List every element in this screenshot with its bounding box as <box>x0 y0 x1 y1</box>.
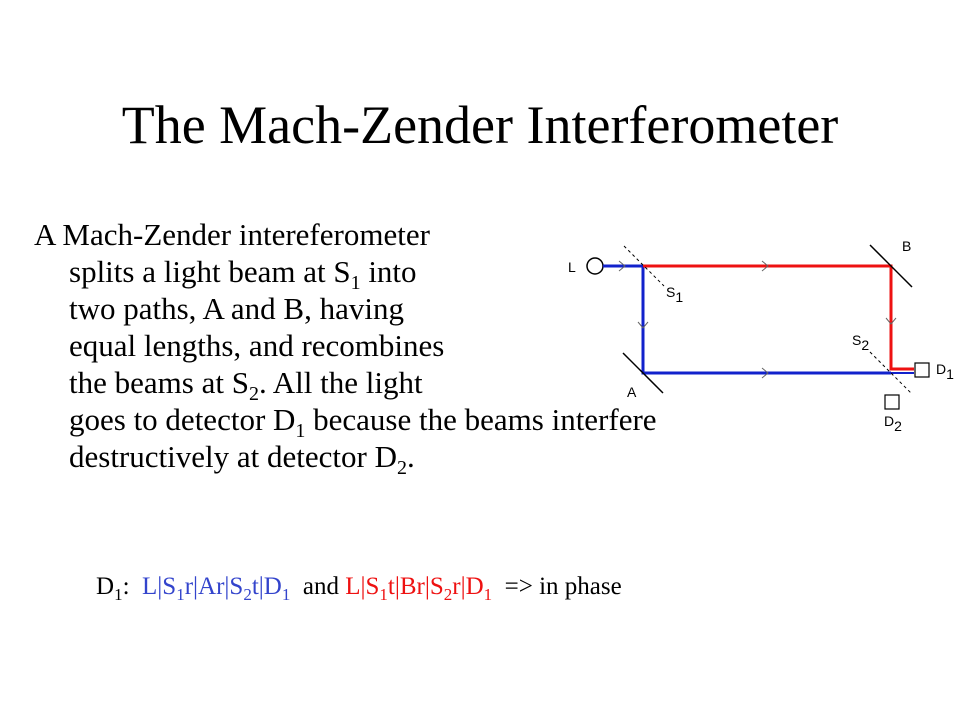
detector-d1-icon <box>914 362 930 378</box>
label-L: L <box>568 259 576 275</box>
desc-line-4: equal lengths, and recombines <box>69 328 445 363</box>
mirror-b <box>869 244 913 288</box>
desc-line-7: destructively at detector D2. <box>69 439 415 479</box>
arrow-down-icon <box>885 317 897 325</box>
beam-splitter-s2 <box>869 351 913 395</box>
label-D1: D1 <box>936 361 954 382</box>
path-blue <box>603 264 891 375</box>
mirror-a <box>622 352 664 394</box>
desc-line-5: the beams at S2. All the light <box>69 365 423 405</box>
path-via-b: L|S1t|Br|S2r|D1 <box>345 573 493 604</box>
arrow-right-icon <box>761 367 769 379</box>
phase-equation: D1: L|S1r|Ar|S2t|D1 and L|S1t|Br|S2r|D1 … <box>96 573 622 604</box>
label-S1: S1 <box>666 284 683 305</box>
arrow-right-icon <box>761 260 769 272</box>
path-via-a: L|S1r|Ar|S2t|D1 <box>142 573 291 604</box>
label-S2: S2 <box>852 332 869 353</box>
light-source-icon <box>586 257 604 275</box>
direction-arrows <box>618 260 897 379</box>
label-B: B <box>902 238 911 254</box>
slide-title: The Mach-Zender Interferometer <box>121 95 839 155</box>
desc-line-1: A Mach-Zender intereferometer <box>34 217 430 252</box>
path-red <box>643 264 914 371</box>
desc-line-6: goes to detector D1 because the beams in… <box>69 402 657 442</box>
label-A: A <box>627 384 637 400</box>
desc-line-2: splits a light beam at S1 into <box>69 254 417 294</box>
label-D2: D2 <box>884 413 902 434</box>
desc-line-3: two paths, A and B, having <box>69 291 404 326</box>
arrow-down-icon <box>637 321 649 329</box>
arrow-right-icon <box>618 260 626 272</box>
detector-d2-icon <box>884 394 900 410</box>
description-text: A Mach-Zender intereferometer splits a l… <box>34 216 657 479</box>
